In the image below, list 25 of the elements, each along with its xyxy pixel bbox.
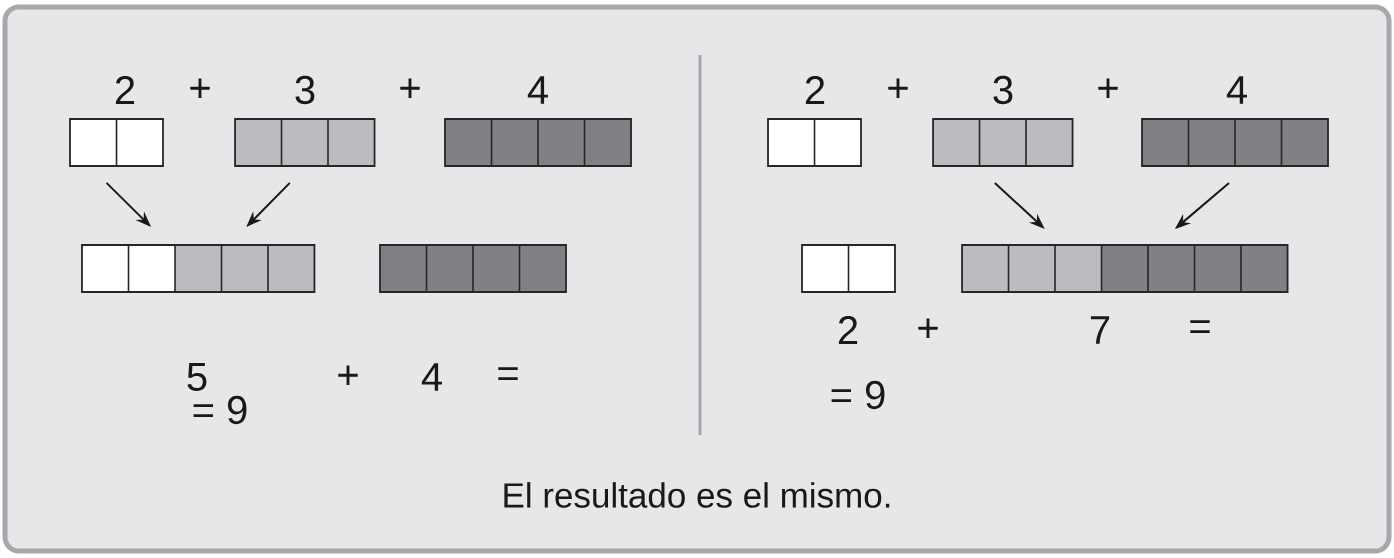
math-symbol: + xyxy=(190,78,210,99)
block-bar xyxy=(234,118,376,167)
caption: El resultado es el mismo. xyxy=(504,482,890,508)
block-bar xyxy=(69,118,164,167)
math-symbol: + xyxy=(888,78,908,99)
math-symbol: 2 xyxy=(805,76,825,104)
block-bar xyxy=(801,244,896,293)
block-bar xyxy=(1141,118,1329,167)
math-symbol: 2 xyxy=(838,316,858,344)
math-symbol: 2 xyxy=(115,76,135,104)
block-bar xyxy=(444,118,632,167)
block-bar xyxy=(961,244,1289,293)
math-symbol: = xyxy=(498,367,518,381)
math-symbol: = 9 xyxy=(193,395,247,425)
math-symbol: + xyxy=(1098,78,1118,99)
math-symbol: + xyxy=(918,318,938,339)
math-symbol: + xyxy=(338,365,358,386)
block-bar xyxy=(932,118,1074,167)
math-symbol: 4 xyxy=(421,363,442,391)
math-symbol: = 9 xyxy=(831,380,885,410)
block-bar xyxy=(767,118,862,167)
math-symbol: 5 xyxy=(187,363,207,391)
block-bar xyxy=(81,244,316,293)
math-symbol: + xyxy=(400,78,420,99)
block-bar xyxy=(379,244,567,293)
